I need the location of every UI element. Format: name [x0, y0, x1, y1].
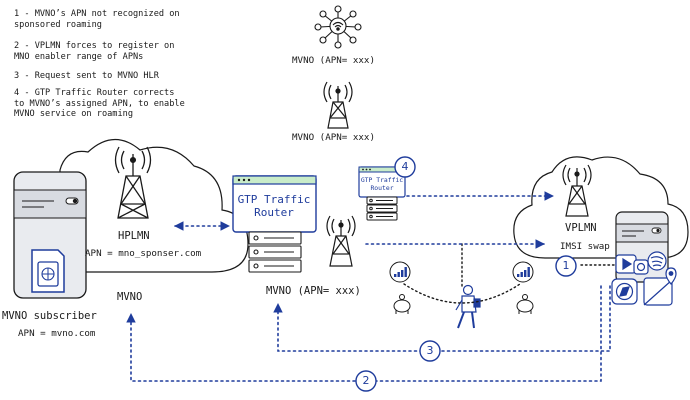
step-2-number: 2 [362, 374, 370, 387]
step-1-number: 1 [562, 259, 570, 272]
note-1: 1 - MVNO’s APN not recognized on sponsor… [14, 9, 180, 30]
piggy-bank-left-icon [393, 294, 411, 314]
step-3-number: 3 [426, 344, 434, 357]
piggy-bank-right-icon [516, 294, 534, 314]
imsi-swap-frame [553, 234, 615, 254]
gtp-router-big-label: GTP Traffic Router [237, 193, 311, 219]
server-stack-big-icon [248, 231, 302, 273]
hplmn-tower-icon [114, 146, 152, 219]
step-3-circle [419, 340, 441, 362]
roaming-arc [403, 283, 521, 304]
mvno-mid-label: MVNO (APN= xxx) [292, 132, 375, 143]
imsi-swap-label: IMSI swap [560, 241, 610, 252]
note-3: 3 - Request sent to MVNO HLR [14, 71, 159, 81]
step-1-circle [555, 255, 577, 277]
note-4: 4 - GTP Traffic Router corrects to MVNO’… [14, 88, 185, 119]
step2-path [126, 285, 602, 382]
vplmn-label: VPLMN [565, 222, 597, 234]
traveler-icon [455, 284, 481, 329]
signal-bubble-right-icon [512, 261, 534, 283]
pinterest-app-icon [633, 259, 649, 275]
signal-bubble-left-icon [389, 261, 411, 283]
step-4-number: 4 [401, 160, 409, 173]
vplmn-tower-icon [562, 164, 592, 217]
app-icons-cluster [611, 251, 677, 306]
step-4-circle [394, 156, 416, 178]
mvno-tower-icon [323, 81, 353, 129]
network-hub-icon [314, 5, 362, 49]
subscriber-apn-label: APN = mvno.com [18, 328, 96, 339]
mvno-center-label: MVNO (APN= xxx) [266, 285, 361, 297]
connector-lines [403, 243, 615, 304]
hplmn-apn-label: APN = mno_sponser.com [85, 248, 202, 259]
center-tower-icon [326, 215, 356, 267]
step3-path [273, 285, 611, 352]
note-2: 2 - VPLMN forces to register on MNO enab… [14, 41, 175, 62]
hplmn-label: HPLMN [118, 230, 150, 242]
step-circles [355, 156, 577, 392]
server-stack-small-icon [366, 196, 398, 221]
phone-icon [13, 171, 87, 299]
gtp-router-small-label: GTP Traffic Router [360, 176, 404, 192]
gtp-router-small-box [358, 166, 406, 198]
subscriber-label: MVNO subscriber [2, 310, 97, 322]
step-2-circle [355, 370, 377, 392]
mvno-top-label: MVNO (APN= xxx) [292, 55, 375, 66]
hplmn-cloud [59, 138, 249, 273]
mvno-label: MVNO [117, 291, 143, 303]
